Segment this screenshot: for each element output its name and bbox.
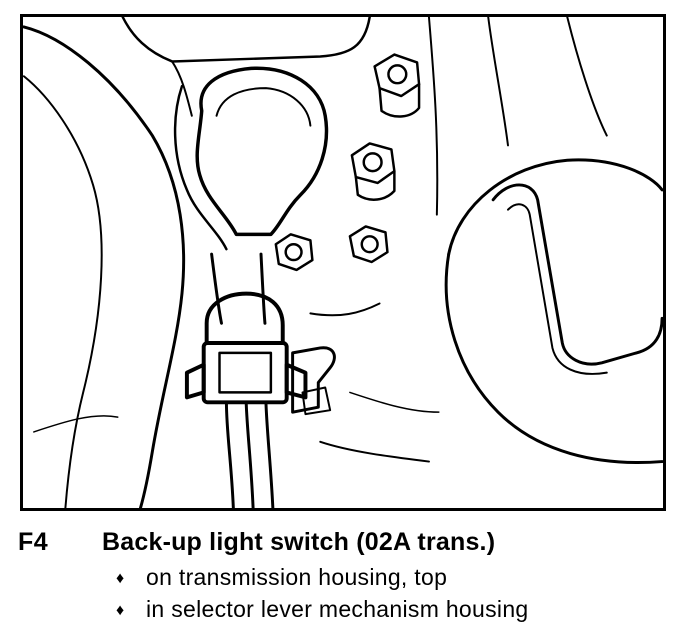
wiring-harness-left bbox=[210, 252, 223, 325]
housing-edge bbox=[23, 75, 103, 508]
floor-contour-3 bbox=[349, 391, 440, 413]
floor-contour-2 bbox=[319, 440, 430, 463]
bolt-top bbox=[373, 53, 421, 118]
location-notes: ♦ on transmission housing, top ♦ in sele… bbox=[116, 563, 678, 627]
bullet-diamond-icon: ♦ bbox=[116, 570, 125, 587]
selector-lever-housing-lower bbox=[444, 252, 663, 464]
bolt-middle bbox=[350, 142, 396, 201]
selector-cap-rim bbox=[173, 84, 228, 251]
wiring-harness-right bbox=[259, 252, 267, 325]
bolt-lower-right bbox=[348, 225, 389, 264]
location-note-text: on transmission housing, top bbox=[146, 564, 448, 590]
rib-line-2 bbox=[487, 17, 509, 147]
wire-2 bbox=[244, 400, 255, 508]
location-note-text: in selector lever mechanism housing bbox=[146, 596, 529, 622]
component-heading: F4 Back-up light switch (02A trans.) bbox=[18, 528, 678, 557]
line-drawing bbox=[23, 17, 663, 508]
selector-cap-inner bbox=[215, 87, 312, 127]
selector-cap bbox=[195, 66, 329, 237]
rib-line-1 bbox=[427, 17, 439, 216]
selector-lever-housing bbox=[447, 158, 663, 256]
upper-rib bbox=[171, 60, 193, 117]
selector-slot bbox=[491, 183, 663, 366]
component-location-illustration bbox=[20, 14, 666, 511]
component-title: Back-up light switch (02A trans.) bbox=[102, 528, 496, 556]
upper-bracket bbox=[121, 17, 371, 63]
component-code: F4 bbox=[18, 528, 49, 556]
floor-contour-1 bbox=[309, 302, 381, 317]
location-note: ♦ in selector lever mechanism housing bbox=[116, 595, 678, 627]
wire-3 bbox=[264, 400, 275, 508]
switch-body bbox=[291, 346, 336, 416]
location-note: ♦ on transmission housing, top bbox=[116, 563, 678, 595]
bullet-diamond-icon: ♦ bbox=[116, 602, 125, 619]
back-up-light-switch-connector bbox=[184, 291, 308, 405]
bolt-lower-left bbox=[274, 233, 314, 272]
selector-slot-inner bbox=[506, 203, 608, 375]
transmission-housing-outline bbox=[23, 25, 186, 508]
figure-caption: F4 Back-up light switch (02A trans.) ♦ o… bbox=[18, 528, 678, 627]
rib-line-3 bbox=[566, 17, 608, 137]
wire-1 bbox=[224, 400, 235, 508]
housing-shading-line bbox=[33, 415, 119, 433]
